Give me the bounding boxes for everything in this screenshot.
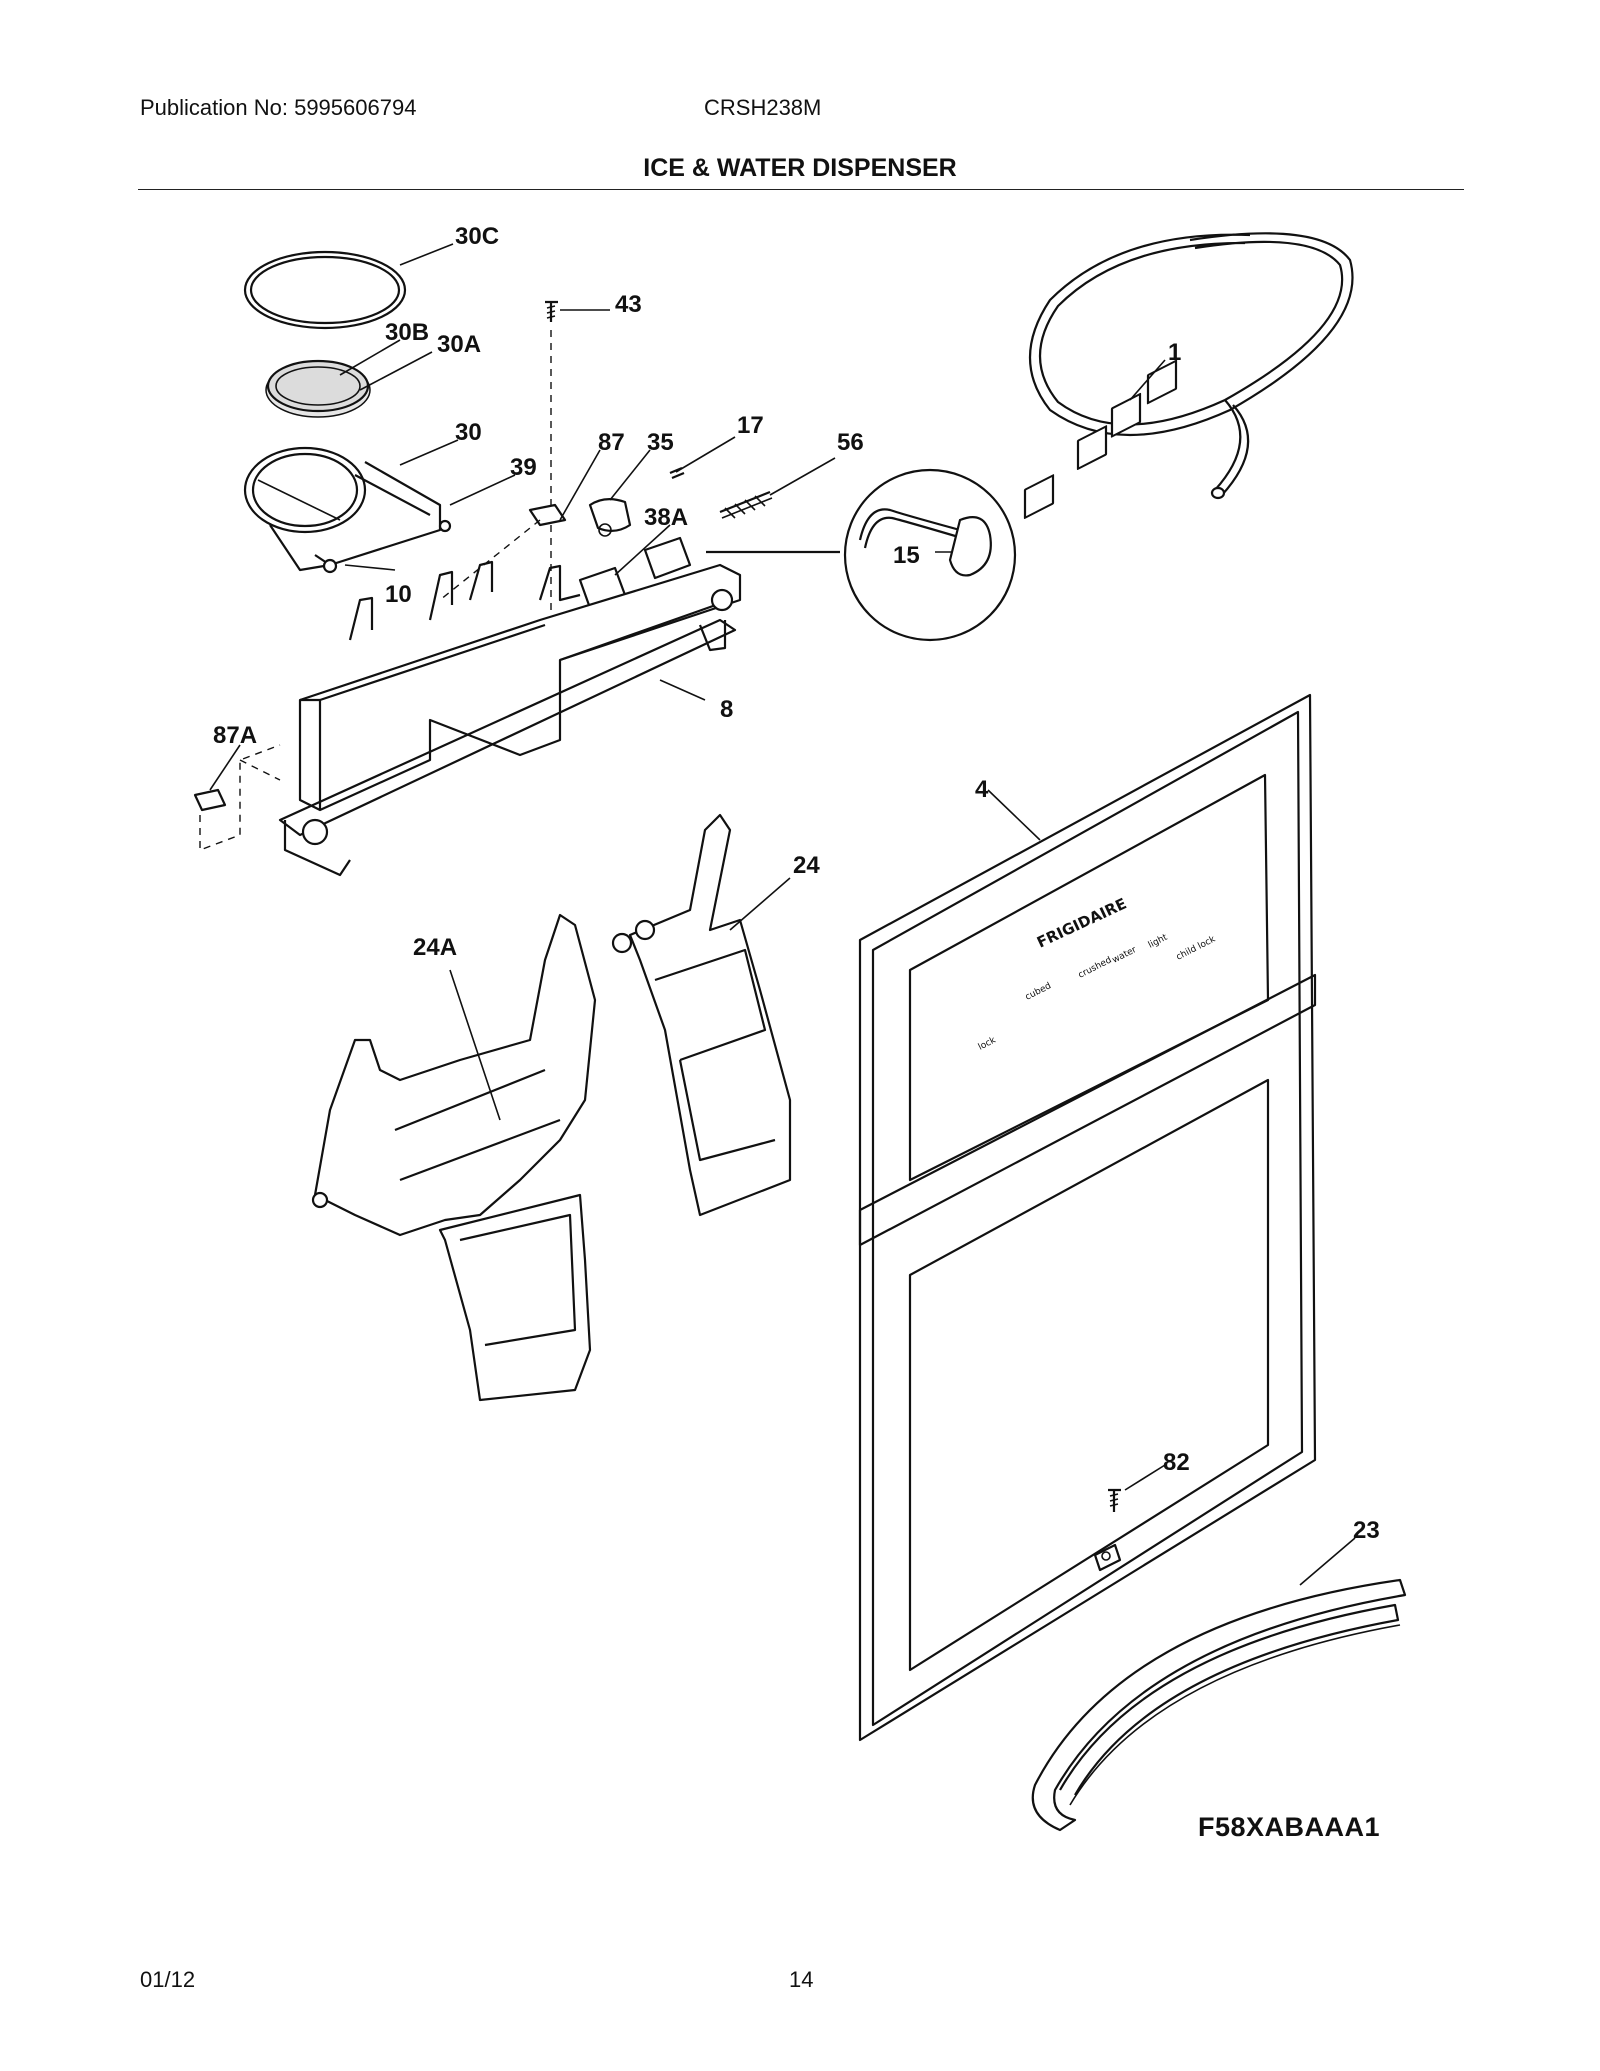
callout-30b: 30B — [385, 319, 429, 346]
panel-button-water — [1110, 392, 1142, 438]
panel-right-label: child lock — [1175, 934, 1218, 963]
panel-button-caption-light: light — [1147, 932, 1170, 950]
callout-15: 15 — [893, 542, 920, 569]
callout-87a: 87A — [213, 722, 257, 749]
callout-39: 39 — [510, 454, 537, 481]
callout-56: 56 — [837, 429, 864, 456]
footer-page-number: 14 — [789, 1967, 814, 1992]
part-water-tube — [1028, 232, 1354, 500]
leader-lines — [209, 243, 1356, 1586]
callout-38a: 38A — [644, 504, 688, 531]
model-number: CRSH238M — [704, 95, 822, 120]
publication-number: Publication No: 5995606794 — [140, 95, 417, 120]
part-screw-43 — [545, 300, 558, 640]
figure-code: F58XABAAA1 — [1198, 1812, 1381, 1842]
callout-4: 4 — [975, 776, 989, 803]
part-drip-tray — [1031, 1578, 1407, 1832]
callout-43: 43 — [615, 291, 642, 318]
part-switch-assembly — [528, 466, 773, 537]
part-gasket-ring — [243, 250, 407, 330]
callout-17: 17 — [737, 412, 764, 439]
panel-button-light — [1146, 359, 1178, 405]
part-heater-inset — [706, 468, 1017, 642]
panel-button-caption-water: water — [1111, 945, 1139, 966]
panel-button-caption-cubed: cubed — [1024, 981, 1053, 1002]
callout-24a: 24A — [413, 934, 457, 961]
part-bracket-ring — [243, 446, 452, 574]
callout-35: 35 — [647, 429, 674, 456]
callout-8: 8 — [720, 696, 733, 723]
part-filter-disc — [265, 359, 371, 418]
callout-82: 82 — [1163, 1449, 1190, 1476]
callout-30: 30 — [455, 419, 482, 446]
panel-left-label: lock — [977, 1035, 998, 1053]
callout-10: 10 — [385, 581, 412, 608]
callout-labels: 30C 43 30B 30A 1 30 87 35 17 56 39 38A 1… — [213, 223, 1380, 1544]
callout-24: 24 — [793, 852, 820, 879]
panel-brand-text: FRIGIDAIRE — [1034, 894, 1129, 951]
title-divider — [138, 189, 1464, 190]
callout-30a: 30A — [437, 331, 481, 358]
callout-23: 23 — [1353, 1517, 1380, 1544]
panel-button-crushed — [1076, 425, 1108, 470]
callout-87: 87 — [598, 429, 625, 456]
part-front-panel: FRIGIDAIRE lock child lock — [858, 359, 1317, 1742]
footer-date: 01/12 — [140, 1967, 196, 1992]
page-title: ICE & WATER DISPENSER — [643, 154, 957, 182]
part-ice-chute — [311, 913, 597, 1402]
panel-button-caption-crushed: crushed — [1077, 955, 1114, 980]
part-paddle — [611, 813, 792, 1217]
part-screw-82 — [1108, 1488, 1121, 1512]
callout-1: 1 — [1168, 339, 1181, 366]
callout-30c: 30C — [455, 223, 499, 250]
panel-button-cubed — [1023, 474, 1055, 519]
part-dispenser-housing — [278, 560, 742, 877]
part-clip-87a — [193, 744, 281, 852]
